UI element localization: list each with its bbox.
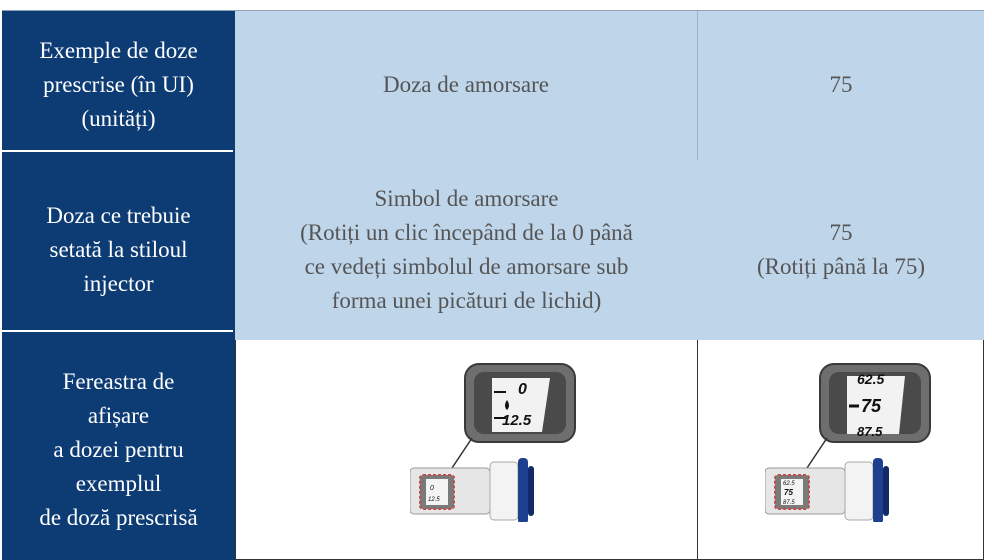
zoom-mark: 12.5 bbox=[502, 412, 532, 429]
zoom-mark: 87.5 bbox=[857, 424, 883, 439]
table-top-border bbox=[2, 10, 984, 11]
header-line: injector bbox=[83, 271, 154, 296]
cell-text: (Rotiți până la 75) bbox=[757, 254, 925, 279]
header-line: exemplul bbox=[75, 471, 162, 496]
dose-75-instruction-cell: 75 (Rotiți până la 75) bbox=[698, 160, 984, 340]
header-line: Doza ce trebuie bbox=[46, 203, 191, 228]
cell-text: (Rotiți un clic începând de la 0 până bbox=[300, 220, 633, 245]
header-line: a dozei pentru bbox=[53, 437, 184, 462]
header-line: Fereastra de bbox=[62, 369, 175, 394]
header-line: de doză prescrisă bbox=[39, 505, 198, 530]
priming-instruction-cell: Simbol de amorsare (Rotiți un clic încep… bbox=[235, 160, 698, 340]
zoom-mark: 75 bbox=[861, 396, 882, 416]
svg-text:62.5: 62.5 bbox=[783, 481, 795, 487]
header-line: afișare bbox=[87, 403, 150, 428]
cell-text: 75 bbox=[829, 220, 853, 245]
pen-illustration-priming: 0 12.5 0 12.5 bbox=[410, 362, 580, 522]
pen-priming-svg: 0 12.5 0 12.5 bbox=[410, 363, 576, 522]
svg-text:87.5: 87.5 bbox=[783, 500, 795, 506]
svg-text:75: 75 bbox=[784, 488, 793, 497]
table-row: Doza ce trebuie setată la stiloul inject… bbox=[2, 160, 984, 340]
row-divider bbox=[0, 150, 233, 152]
row-header: Fereastra de afișare a dozei pentru exem… bbox=[2, 340, 235, 560]
pen-illustration-dose-75: 62.5 75 87.5 62.5 75 87.5 bbox=[765, 362, 935, 522]
zoom-mark: 0 bbox=[518, 381, 527, 398]
cell-text: Doza de amorsare bbox=[382, 72, 550, 97]
table-row: Exemple de doze prescrise (în UI) (unită… bbox=[2, 10, 984, 161]
cell-text: forma unei picături de lichid) bbox=[331, 288, 602, 313]
cell-text: Simbol de amorsare bbox=[374, 186, 559, 211]
header-line: setată la stiloul bbox=[49, 237, 188, 262]
pen-75-svg: 62.5 75 87.5 62.5 75 87.5 bbox=[765, 363, 931, 522]
svg-text:12.5: 12.5 bbox=[428, 497, 440, 503]
svg-text:0: 0 bbox=[430, 485, 434, 492]
cell-text: 75 bbox=[829, 72, 853, 97]
dose-75-cell: 75 bbox=[698, 10, 984, 160]
zoom-mark: 62.5 bbox=[857, 371, 884, 387]
dose-table: Exemple de doze prescrise (în UI) (unită… bbox=[2, 10, 984, 560]
cell-text: ce vedeți simbolul de amorsare sub bbox=[304, 254, 629, 279]
header-line: prescrise (în UI) bbox=[43, 72, 194, 97]
header-line: (unități) bbox=[81, 106, 156, 131]
row-header: Doza ce trebuie setată la stiloul inject… bbox=[2, 160, 235, 340]
row-divider bbox=[0, 330, 233, 332]
priming-dose-cell: Doza de amorsare bbox=[235, 10, 698, 160]
droplet-icon bbox=[505, 400, 509, 410]
header-line: Exemple de doze bbox=[39, 38, 198, 63]
row-header: Exemple de doze prescrise (în UI) (unită… bbox=[2, 10, 235, 160]
